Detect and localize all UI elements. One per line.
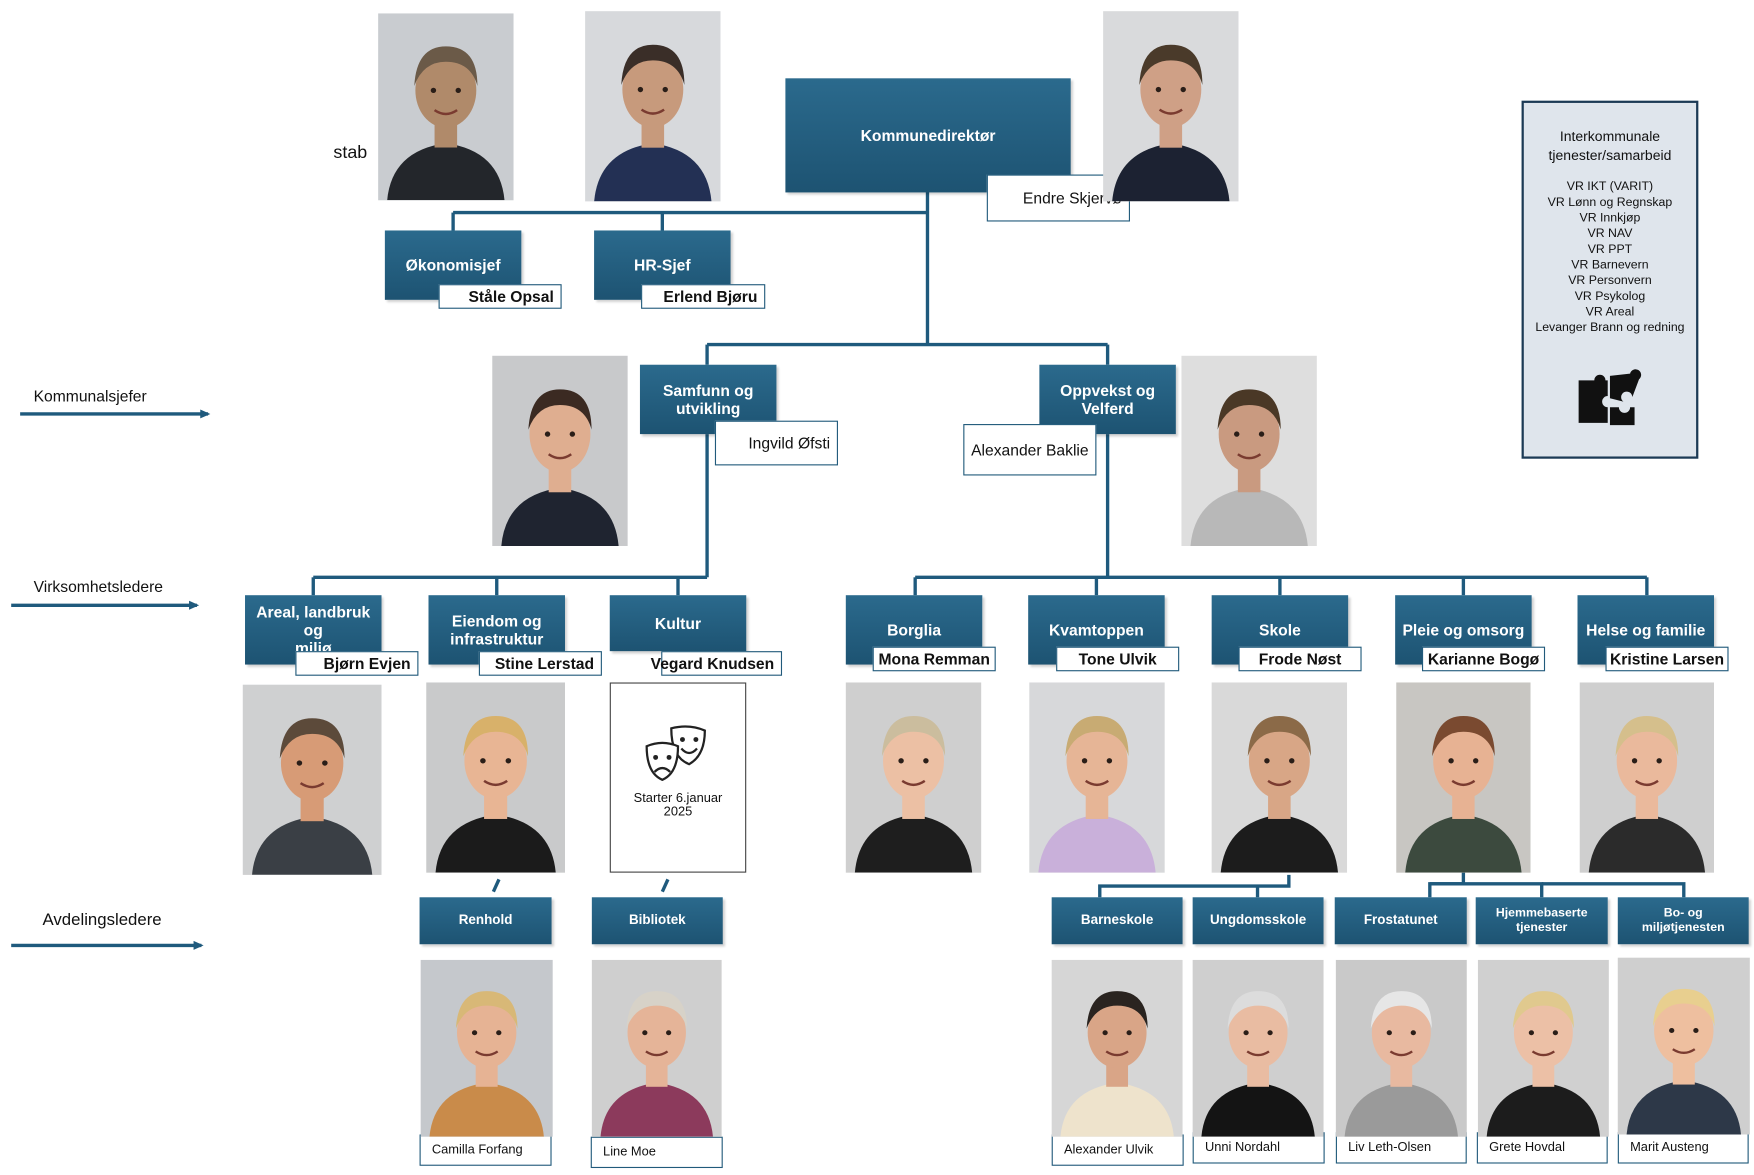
portrait-photo [1579, 682, 1715, 873]
director-title: Kommunedirektør [860, 126, 996, 145]
dept-title: Renhold [458, 911, 513, 928]
portrait-photo [1029, 682, 1165, 873]
director-box: Kommunedirektør [785, 78, 1071, 193]
portrait-photo [1396, 682, 1531, 873]
intermunicipal-title: Interkommunale tjenester/samarbeid [1548, 128, 1672, 164]
dept-box-bo-miljo: Bo- og miljøtjenesten [1617, 897, 1749, 945]
unit-box-kultur: Kultur [609, 595, 747, 652]
portrait-photo [591, 959, 722, 1137]
intermunicipal-panel: Interkommunale tjenester/samarbeid VR IK… [1521, 100, 1699, 459]
portrait-photo [1192, 959, 1324, 1137]
portrait-photo [1335, 959, 1467, 1137]
unit-title: Areal, landbruk og miljø [256, 602, 371, 657]
portrait-photo [1477, 959, 1609, 1137]
intermunicipal-item: VR Innkjøp [1579, 211, 1641, 225]
dept-name: Line Moe [590, 1136, 723, 1169]
unit-title: Pleie og omsorg [1402, 620, 1525, 639]
kultur-start-year: 2025 [663, 805, 693, 819]
dept-box-bibliotek: Bibliotek [591, 897, 723, 945]
kultur-start-text: Starter 6.januar [633, 792, 723, 806]
kommunalsjef-title: Oppvekst og Velferd [1060, 381, 1156, 418]
dept-name: Camilla Forfang [419, 1134, 552, 1166]
portrait-photo [492, 355, 628, 546]
unit-title: Kvamtoppen [1048, 620, 1144, 639]
portrait-photo [585, 11, 721, 202]
portrait-photo [1211, 682, 1348, 873]
intermunicipal-item: VR IKT (VARIT) [1566, 179, 1654, 194]
dept-name: Grete Hovdal [1476, 1132, 1608, 1164]
unit-title: Borglia [887, 620, 942, 639]
unit-name: Bjørn Evjen [295, 651, 419, 676]
dept-title: Bo- og miljøtjenesten [1641, 906, 1725, 935]
unit-title: Kultur [654, 614, 702, 633]
theater-masks-icon [645, 725, 706, 782]
lane-label-virksomhetsledere: Virksomhetsledere [33, 577, 163, 596]
unit-title: Skole [1258, 620, 1301, 639]
kommunalsjef-name: Ingvild Øfsti [714, 420, 838, 466]
portrait-photo [1617, 957, 1750, 1135]
unit-name: Mona Remman [872, 646, 996, 672]
stab-label: stab [333, 143, 368, 163]
lane-label-kommunalsjefer: Kommunalsjefer [33, 387, 147, 406]
kultur-placeholder-card: Starter 6.januar 2025 [609, 682, 747, 873]
intermunicipal-list: VR IKT (VARIT) VR Lønn og Regnskap VR In… [1524, 179, 1696, 336]
dept-name: Alexander Ulvik [1051, 1134, 1184, 1166]
intermunicipal-item: VR Lønn og Regnskap [1547, 195, 1673, 209]
staff-name: Erlend Bjøru [641, 284, 766, 309]
dept-title: Frostatunet [1363, 911, 1438, 928]
dept-box-ungdomsskole: Ungdomsskole [1192, 897, 1324, 945]
portrait-photo [1051, 959, 1183, 1137]
dept-name: Liv Leth-Olsen [1335, 1132, 1467, 1164]
portrait-photo [1181, 355, 1317, 546]
intermunicipal-item: VR NAV [1587, 226, 1633, 241]
puzzle-icon [1578, 369, 1642, 426]
staff-name: Ståle Opsal [438, 284, 562, 309]
kommunalsjef-title: Samfunn og utvikling [662, 381, 754, 418]
dept-name: Unni Nordahl [1192, 1132, 1325, 1164]
kommunalsjef-name: Alexander Baklie [963, 424, 1097, 476]
unit-name: Vegard Knudsen [651, 651, 783, 676]
intermunicipal-item: VR Areal [1585, 305, 1635, 319]
dept-title: Bibliotek [628, 911, 686, 928]
unit-title: Eiendom og infrastruktur [450, 611, 544, 648]
intermunicipal-item: VR Barnevern [1571, 258, 1649, 272]
unit-name: Frode Nøst [1238, 646, 1362, 672]
dept-box-frostatunet: Frostatunet [1334, 897, 1467, 945]
unit-name: Tone Ulvik [1056, 646, 1180, 672]
dept-title: Barneskole [1080, 911, 1154, 928]
staff-title: HR-Sjef [634, 256, 691, 275]
portrait-photo [426, 682, 565, 873]
kommunalsjef-box-oppvekst: Oppvekst og Velferd [1039, 364, 1176, 435]
dept-name: Marit Austeng [1617, 1132, 1749, 1164]
dept-box-renhold: Renhold [419, 897, 552, 945]
unit-title: Helse og familie [1586, 620, 1706, 639]
lane-label-avdelingsledere: Avdelingsledere [42, 910, 162, 930]
intermunicipal-item: Levanger Brann og redning [1535, 320, 1685, 335]
staff-title: Økonomisjef [405, 256, 501, 275]
dept-box-hjemmebaserte: Hjemmebaserte tjenester [1475, 897, 1608, 945]
dept-title: Hjemmebaserte tjenester [1495, 906, 1588, 935]
portrait-photo [1103, 11, 1239, 202]
unit-name: Stine Lerstad [478, 651, 602, 676]
dept-title: Ungdomsskole [1209, 911, 1307, 928]
intermunicipal-item: VR Psykolog [1574, 289, 1646, 303]
portrait-photo [420, 959, 553, 1137]
portrait-photo [242, 684, 382, 875]
portrait-photo [845, 682, 982, 873]
dept-box-barneskole: Barneskole [1051, 897, 1183, 945]
unit-name: Kristine Larsen [1605, 646, 1729, 672]
unit-name: Karianne Bogø [1421, 646, 1546, 672]
portrait-photo [378, 13, 514, 201]
intermunicipal-item: VR Personvern [1568, 273, 1652, 288]
intermunicipal-item: VR PPT [1587, 242, 1633, 256]
